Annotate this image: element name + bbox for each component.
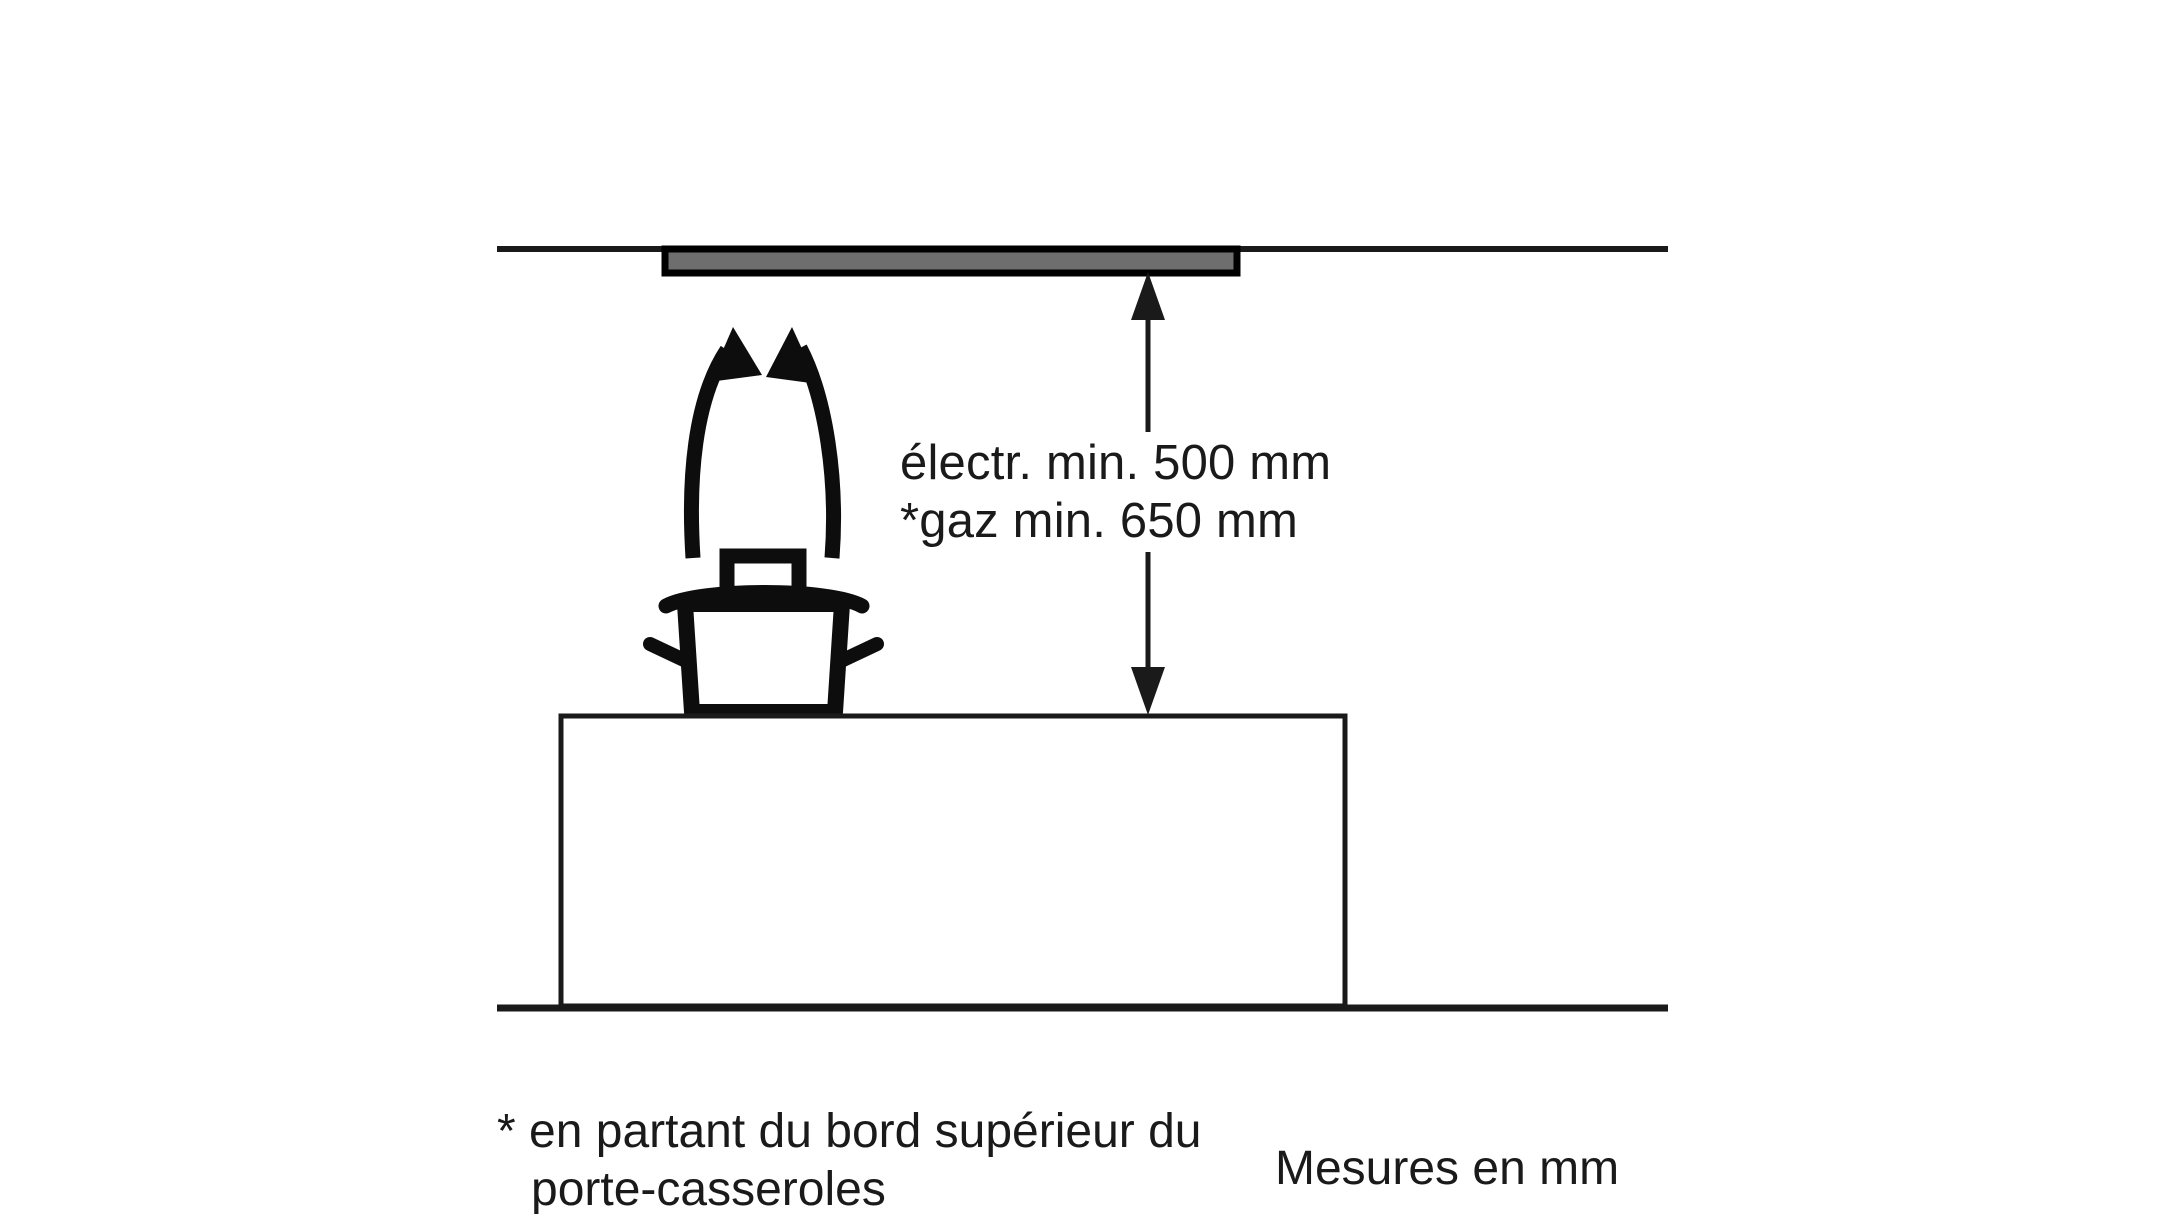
dimension-arrowhead-up (1131, 272, 1165, 320)
dimension-label: électr. min. 500 mm *gaz min. 650 mm (898, 432, 1338, 552)
cooker-hood (661, 245, 1241, 277)
cooking-pot-body (677, 596, 850, 720)
pot-lid-handle (719, 548, 807, 606)
pot-handle-right (834, 637, 884, 668)
footnote-line-2: porte-casseroles (531, 1163, 886, 1214)
steam-arrow-left-head (709, 327, 762, 382)
footnote-line-1: * en partant du bord supérieur du (497, 1105, 1202, 1158)
footnote: * en partant du bord supérieur du porte-… (497, 1045, 1201, 1214)
pot-handle-left (643, 637, 693, 668)
dimension-arrowhead-down (1131, 667, 1165, 715)
dimension-label-electric: électr. min. 500 mm (900, 436, 1332, 490)
steam-arrow-left-shaft (683, 345, 734, 559)
steam-arrow-right-head (766, 327, 818, 384)
units-label: Mesures en mm (1275, 1142, 1620, 1195)
kitchen-counter (558, 713, 1348, 1009)
dimension-label-gas: *gaz min. 650 mm (900, 494, 1299, 548)
